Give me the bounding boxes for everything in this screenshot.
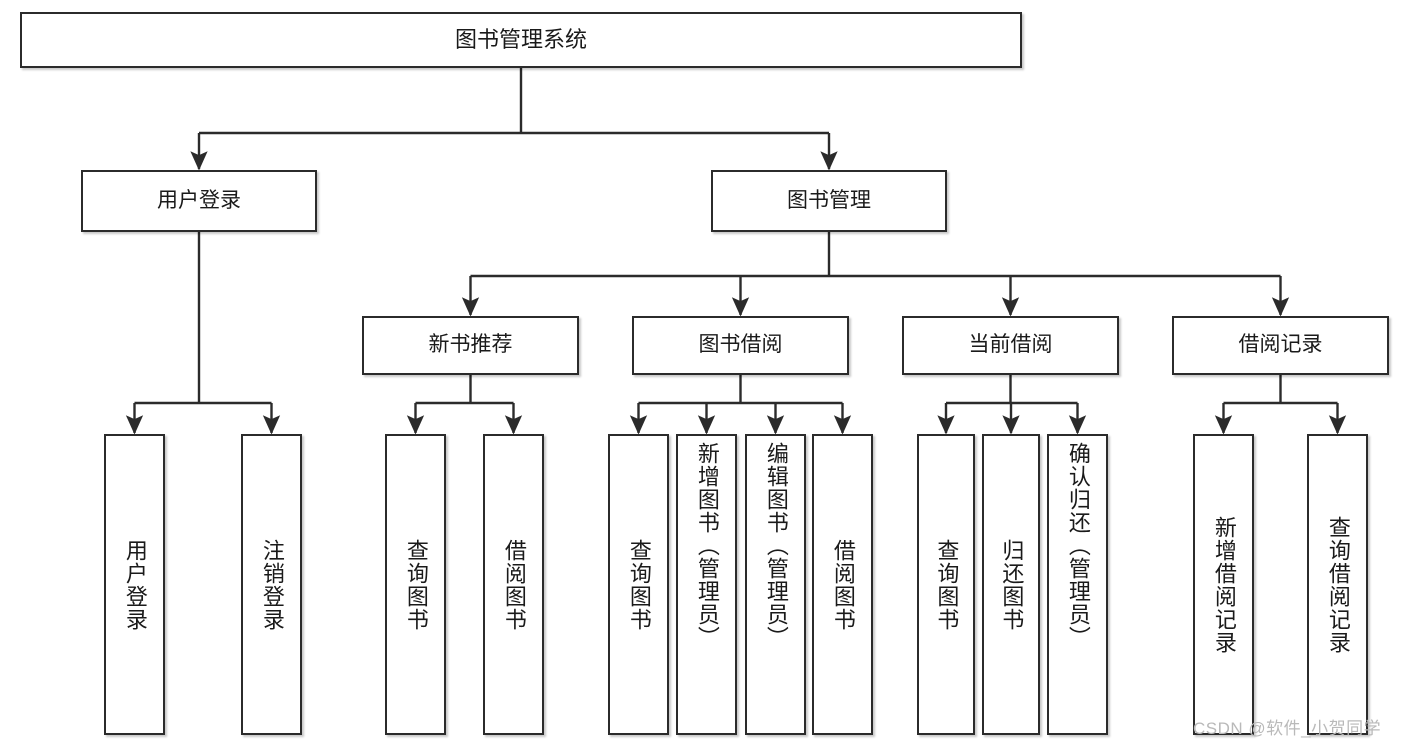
watermark-label: CSDN @软件_小贺同学	[1193, 719, 1382, 738]
node-l-add[interactable]: 新增图书（管理员）	[676, 434, 737, 735]
node-label: 借阅记录	[1238, 333, 1323, 357]
node-label: 查询借阅记录	[1325, 515, 1351, 654]
node-label: 新增借阅记录	[1211, 515, 1237, 654]
node-label: 用户登录	[122, 538, 148, 631]
node-newbook[interactable]: 新书推荐	[362, 316, 579, 375]
node-label: 图书管理系统	[454, 27, 587, 53]
node-l-login[interactable]: 用户登录	[104, 434, 165, 735]
node-label: 借阅图书	[501, 538, 527, 631]
node-label: 当前借阅	[968, 333, 1053, 357]
node-label: 查询图书	[626, 538, 652, 631]
node-label: 查询图书	[403, 538, 429, 631]
node-l-qrec[interactable]: 查询借阅记录	[1307, 434, 1368, 735]
node-label: 新书推荐	[428, 333, 513, 357]
node-current[interactable]: 当前借阅	[902, 316, 1119, 375]
node-label: 确认归还（管理员）	[1065, 442, 1091, 649]
node-l-q1[interactable]: 查询图书	[385, 434, 446, 735]
node-label: 新增图书（管理员）	[694, 442, 720, 649]
node-label: 图书管理	[787, 188, 871, 212]
node-l-addrec[interactable]: 新增借阅记录	[1193, 434, 1254, 735]
node-borrow[interactable]: 图书借阅	[632, 316, 849, 375]
node-label: 借阅图书	[830, 538, 856, 631]
node-l-q2[interactable]: 查询图书	[608, 434, 669, 735]
node-l-b2[interactable]: 借阅图书	[812, 434, 873, 735]
node-l-confirm[interactable]: 确认归还（管理员）	[1047, 434, 1108, 735]
node-l-return[interactable]: 归还图书	[982, 434, 1040, 735]
node-l-b1[interactable]: 借阅图书	[483, 434, 544, 735]
node-root[interactable]: 图书管理系统	[20, 12, 1022, 68]
node-label: 查询图书	[934, 538, 960, 631]
node-bookmgmt[interactable]: 图书管理	[711, 170, 947, 232]
node-label: 图书借阅	[698, 333, 783, 357]
node-l-q3[interactable]: 查询图书	[917, 434, 975, 735]
node-records[interactable]: 借阅记录	[1172, 316, 1389, 375]
connector-paths	[125, 68, 1347, 435]
node-label: 归还图书	[999, 538, 1025, 631]
node-l-edit[interactable]: 编辑图书（管理员）	[745, 434, 806, 735]
node-label: 用户登录	[157, 188, 241, 212]
node-l-logout[interactable]: 注销登录	[241, 434, 302, 735]
node-login[interactable]: 用户登录	[81, 170, 317, 232]
node-label: 编辑图书（管理员）	[763, 442, 789, 649]
node-label: 注销登录	[259, 538, 285, 631]
